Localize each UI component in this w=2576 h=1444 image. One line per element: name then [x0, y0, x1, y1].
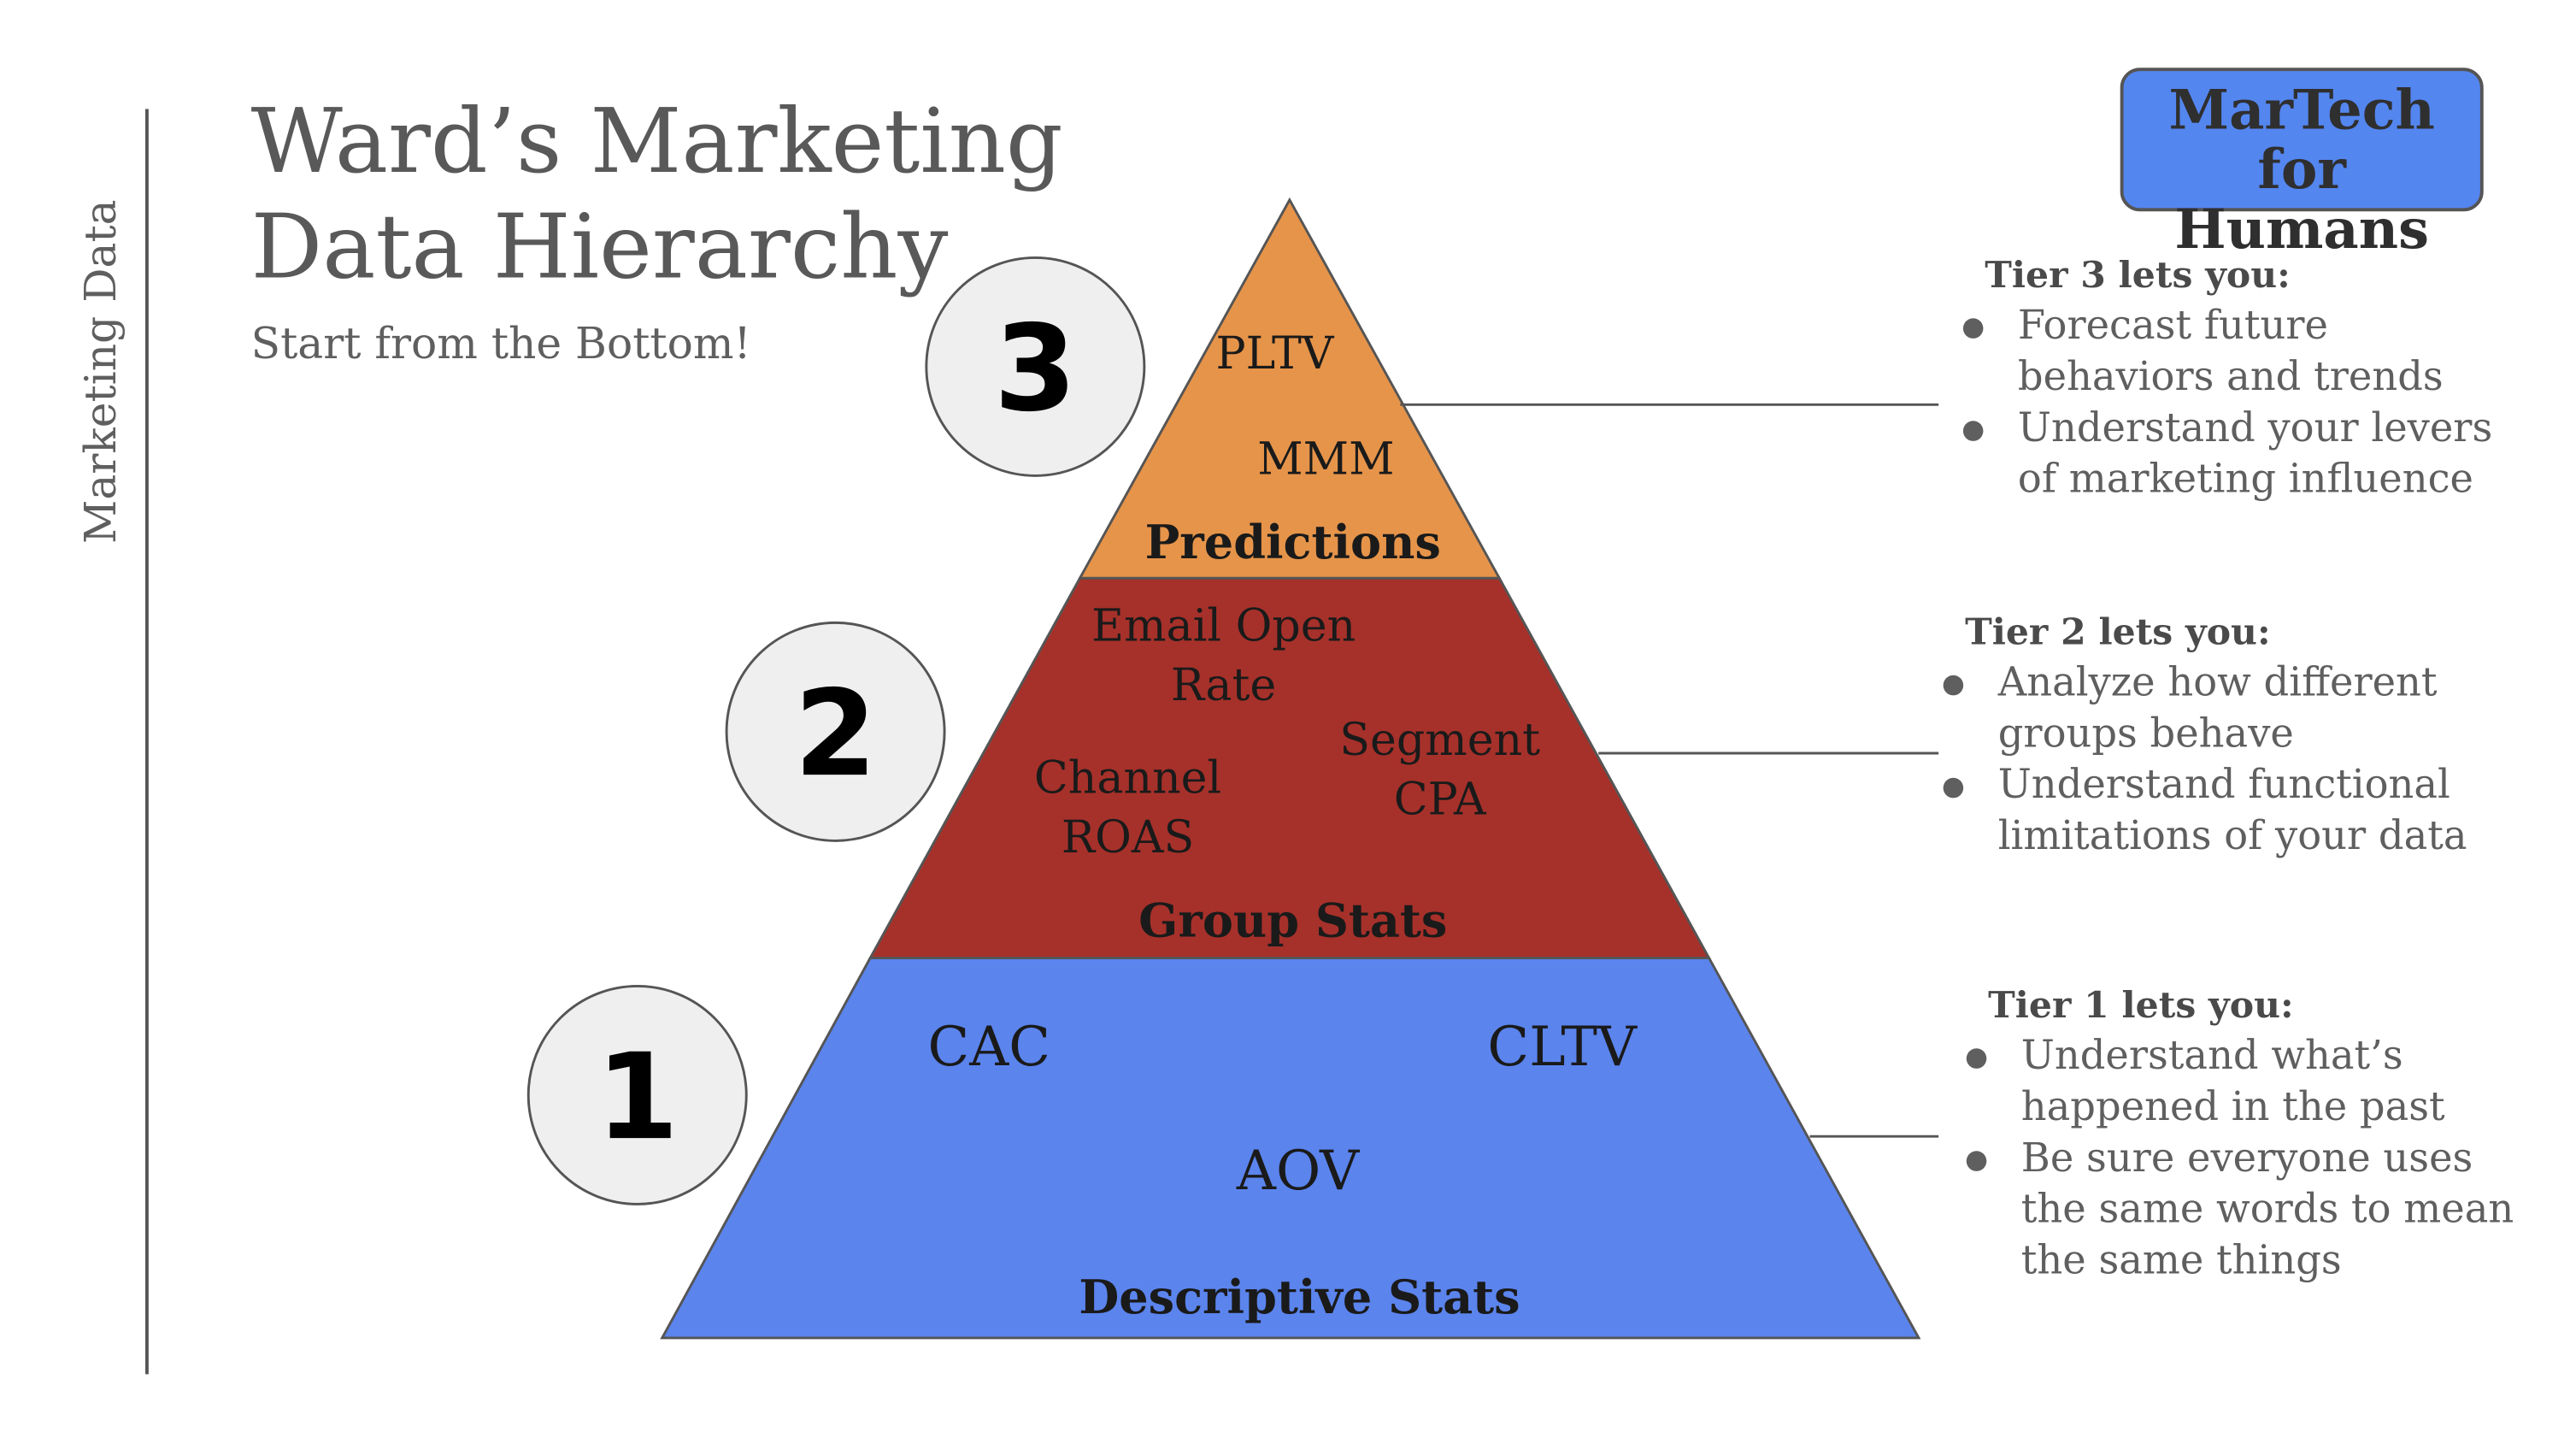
tier-1-number: 1	[596, 1028, 679, 1166]
list-item: Be sure everyone uses the same words to …	[1961, 1133, 2514, 1287]
list-item: Understand what’s happened in the past	[1961, 1031, 2514, 1134]
badge-line-2: for Humans	[2174, 137, 2430, 262]
tier-1-description: Tier 1 lets you: Understand what’s happe…	[1961, 984, 2514, 1287]
list-item: Understand your levers of marketing infl…	[1958, 403, 2492, 505]
page-subtitle: Start from the Bottom!	[250, 320, 751, 370]
brand-badge: MarTech for Humans	[2120, 68, 2484, 258]
side-label: Marketing Data	[77, 199, 127, 545]
tier-2-name: Group Stats	[1138, 893, 1447, 947]
tier-2-number-circle: 2	[725, 621, 946, 842]
metric-cac: CAC	[927, 1016, 1050, 1079]
tier-1-name: Descriptive Stats	[1079, 1270, 1520, 1324]
tier-3-bullets: Forecast future behaviors and trends Und…	[1958, 301, 2492, 506]
tier-3-number: 3	[994, 299, 1077, 438]
metric-mmm: MMM	[1257, 433, 1394, 485]
tier-3-number-circle: 3	[925, 256, 1146, 477]
tier-3-band	[1078, 197, 1502, 580]
tier-2-heading: Tier 2 lets you:	[1965, 610, 2271, 655]
page-title: Ward’s Marketing Data Hierarchy	[251, 89, 1063, 300]
tier-1-heading: Tier 1 lets you:	[1988, 984, 2294, 1028]
list-item: Forecast future behaviors and trends	[1958, 301, 2492, 404]
tier-3-name: Predictions	[1145, 515, 1441, 569]
metric-aov: AOV	[1236, 1140, 1360, 1203]
tier-1-bullets: Understand what’s happened in the past B…	[1961, 1031, 2514, 1287]
metric-pltv: PLTV	[1216, 328, 1335, 380]
tier-2-description: Tier 2 lets you: Analyze how different g…	[1938, 611, 2467, 863]
tier-2-bullets: Analyze how different groups behave Unde…	[1938, 657, 2467, 863]
metric-cltv: CLTV	[1487, 1016, 1637, 1079]
tier-2-number: 2	[794, 664, 877, 803]
list-item: Understand functional limitations of you…	[1938, 760, 2467, 863]
tier-1-number-circle: 1	[526, 984, 748, 1205]
list-item: Analyze how different groups behave	[1938, 657, 2467, 760]
title-line-2: Data Hierarchy	[250, 194, 949, 299]
badge-line-1: MarTech	[2168, 77, 2435, 143]
title-line-1: Ward’s Marketing	[250, 89, 1063, 194]
tier-3-description: Tier 3 lets you: Forecast future behavio…	[1958, 255, 2492, 506]
tier-3-heading: Tier 3 lets you:	[1985, 254, 2291, 298]
